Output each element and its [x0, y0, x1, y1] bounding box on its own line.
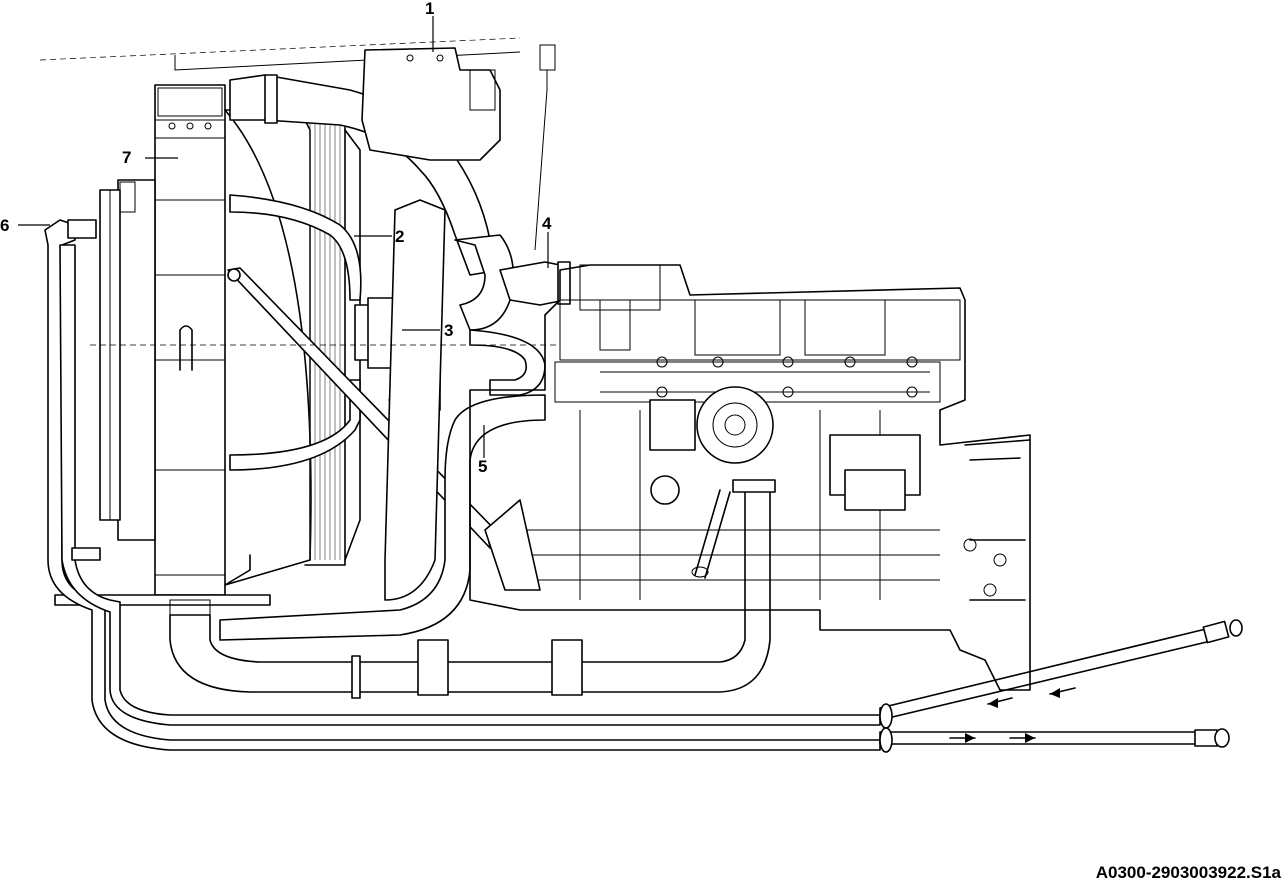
- lower-charge-air-pipe: [219, 199, 546, 641]
- coolant-hose: [229, 194, 362, 471]
- cooling-fan: [304, 114, 361, 566]
- lower-coolant-pipe: [169, 479, 776, 699]
- figure-reference: A0300-2903003922.S1a: [1095, 863, 1281, 882]
- callout-leaders: [18, 16, 549, 458]
- engine-block: [469, 264, 1031, 691]
- radiator-assembly: [54, 84, 312, 617]
- callout-2-label: 2: [395, 227, 405, 246]
- oil-lines: [44, 219, 1243, 753]
- callout-6-label: 6: [0, 216, 10, 235]
- upper-charge-air-pipe: [229, 47, 571, 331]
- callout-3-label: 3: [444, 321, 454, 340]
- callout-7-label: 7: [122, 148, 132, 167]
- callout-5-label: 5: [478, 457, 488, 476]
- callout-4-label: 4: [542, 214, 552, 233]
- callout-1-label: 1: [425, 0, 435, 18]
